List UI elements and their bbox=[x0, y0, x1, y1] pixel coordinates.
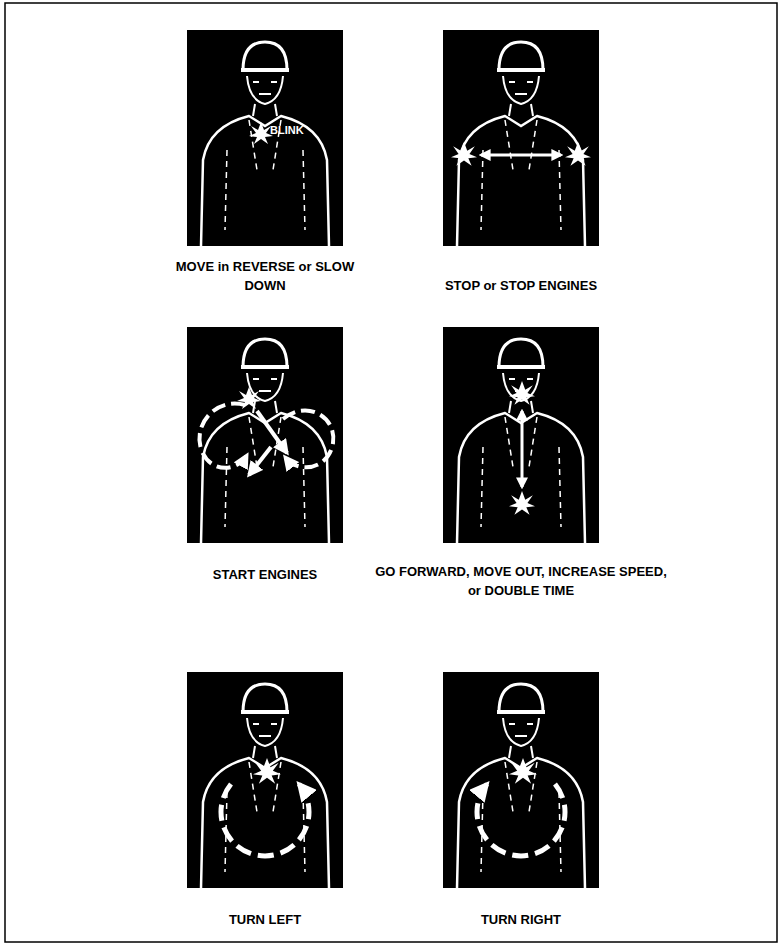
signal-panel bbox=[443, 327, 599, 543]
signal-caption: START ENGINES bbox=[155, 565, 375, 584]
signal-panel bbox=[443, 30, 599, 246]
blink-note: BLINK bbox=[270, 124, 304, 137]
signal-caption: MOVE in REVERSE or SLOW DOWN bbox=[175, 257, 355, 295]
signal-panel bbox=[443, 672, 599, 888]
outer-frame bbox=[5, 3, 777, 942]
signal-caption: GO FORWARD, MOVE OUT, INCREASE SPEED, or… bbox=[371, 562, 671, 600]
signal-caption: TURN LEFT bbox=[155, 910, 375, 929]
signal-panel bbox=[187, 327, 343, 543]
signal-panel bbox=[187, 672, 343, 888]
signal-caption: TURN RIGHT bbox=[411, 910, 631, 929]
signal-caption: STOP or STOP ENGINES bbox=[401, 276, 641, 295]
signal-panel bbox=[187, 30, 343, 246]
